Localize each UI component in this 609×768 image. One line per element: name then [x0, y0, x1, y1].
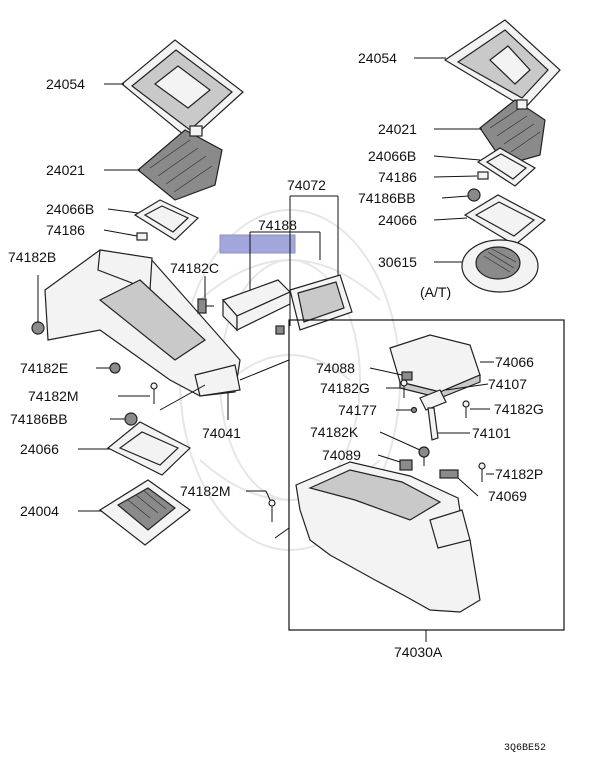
label-74101: 74101: [472, 425, 511, 441]
label-74182g-right: 74182G: [494, 401, 544, 417]
label-74186bb-right: 74186BB: [358, 190, 416, 206]
part-74182e-fastener: [109, 362, 121, 374]
part-74188-pocket: [221, 279, 292, 335]
label-at-variant: (A/T): [420, 284, 451, 300]
leader-74088: [369, 367, 403, 376]
leader-74186-left: [103, 229, 138, 237]
leader-74107: [445, 383, 489, 391]
part-74107-hinge: [419, 389, 447, 411]
label-74066: 74066: [495, 354, 534, 370]
leader-74089: [377, 454, 401, 463]
label-24021-left: 24021: [46, 162, 85, 178]
leader-24066-right: [433, 217, 468, 221]
part-74186-right-clip: [477, 171, 489, 180]
label-74069: 74069: [488, 488, 527, 504]
label-30615: 30615: [378, 254, 417, 270]
part-74182m-left-screw: [150, 382, 158, 404]
label-74186-left: 74186: [46, 222, 85, 238]
part-74182m-mid-screw: [268, 499, 276, 522]
label-74182m-left: 74182M: [28, 388, 79, 404]
part-74186-left-clip: [136, 232, 148, 241]
part-30615-at-boot: [461, 239, 539, 293]
label-24054-left: 24054: [46, 76, 85, 92]
bracket-74188: [249, 231, 321, 290]
part-74088-latch: [401, 371, 413, 381]
label-74182b: 74182B: [8, 249, 56, 265]
leader-74041-to-screw: [159, 384, 206, 411]
label-24004: 24004: [20, 503, 59, 519]
part-24066-right-gasket: [463, 194, 547, 246]
part-74069-striker: [439, 469, 459, 479]
part-74182g-right-screw: [462, 400, 470, 418]
part-24054-left-cover: [121, 39, 244, 141]
label-24066-left: 24066: [20, 441, 59, 457]
part-74186bb-left-nut: [124, 412, 138, 426]
label-24066-right: 24066: [378, 212, 417, 228]
part-74186bb-right-nut: [467, 188, 481, 202]
label-74182e: 74182E: [20, 360, 68, 376]
label-74182k: 74182K: [310, 424, 359, 440]
label-74186bb-left: 74186BB: [10, 411, 68, 427]
part-74177-pin: [410, 406, 418, 414]
label-74030a: 74030A: [394, 644, 443, 660]
connector-box-to-screw: [274, 527, 290, 539]
part-74072-bezel: [289, 274, 353, 331]
part-24021-left-boot: [137, 125, 223, 201]
part-24054-right-cover: [443, 19, 561, 109]
part-24066b-left-gasket: [133, 199, 200, 241]
label-74041: 74041: [202, 425, 241, 441]
part-74182c-clip: [197, 298, 214, 314]
label-74182m-mid: 74182M: [180, 483, 231, 499]
connector-box-to-front: [239, 359, 290, 381]
leader-24066b-right: [433, 155, 481, 161]
label-74177: 74177: [338, 402, 377, 418]
diagram-code: 3Q6BE52: [504, 743, 546, 754]
part-74182p-screw: [478, 462, 486, 482]
label-24066b-right: 24066B: [368, 148, 416, 164]
label-74072: 74072: [287, 177, 326, 193]
part-24004-boot: [98, 479, 192, 546]
part-24066b-right-gasket: [476, 147, 537, 187]
label-74182c: 74182C: [170, 260, 219, 276]
part-74182b-screw: [31, 275, 45, 335]
part-74041-front-console: [44, 249, 241, 397]
label-24066b-left: 24066B: [46, 201, 94, 217]
leader-24066b-left: [107, 208, 139, 214]
part-74089-catch: [399, 459, 413, 471]
label-74107: 74107: [488, 376, 527, 392]
leader-74182k: [379, 431, 421, 451]
label-74186-right: 74186: [378, 169, 417, 185]
part-74030a-rear-console: [295, 461, 481, 613]
part-24066-left-gasket: [106, 421, 192, 476]
highlight-box: [219, 234, 296, 254]
label-74182p: 74182P: [495, 466, 543, 482]
label-74182g-left: 74182G: [320, 380, 370, 396]
part-74182g-left-screw: [400, 379, 408, 398]
leader-74186-right: [433, 175, 478, 178]
leader-74182m-mid-down: [265, 490, 271, 501]
label-74089: 74089: [322, 447, 361, 463]
part-74182k-fastener: [418, 446, 430, 466]
part-74101-arm: [427, 407, 439, 441]
label-74088: 74088: [316, 360, 355, 376]
leader-74186bb-right: [441, 195, 469, 199]
label-74188: 74188: [258, 217, 297, 233]
label-24021-right: 24021: [378, 121, 417, 137]
label-24054-right: 24054: [358, 50, 397, 66]
leader-74069: [457, 477, 479, 497]
